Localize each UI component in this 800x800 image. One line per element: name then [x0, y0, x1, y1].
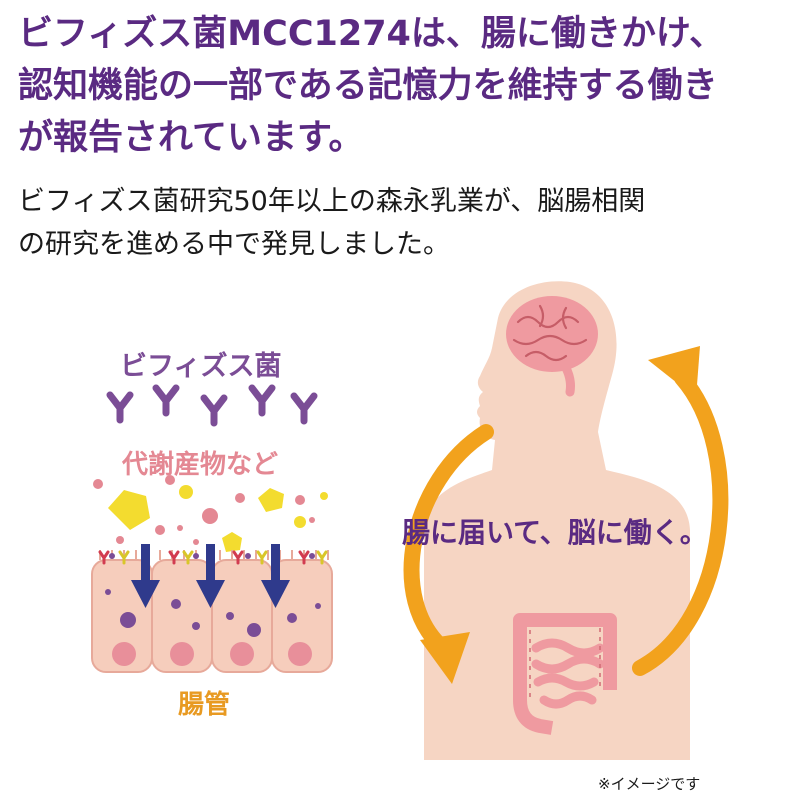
bacteria-icon	[106, 391, 134, 424]
human-silhouette	[424, 281, 690, 760]
brain-icon	[506, 296, 598, 397]
headline-line-1: ビフィズス菌MCC1274は、腸に働きかけ、	[18, 14, 725, 54]
bacteria-icon	[200, 394, 228, 427]
headline: ビフィズス菌MCC1274は、腸に働きかけ、 認知機能の一部である記憶力を維持す…	[18, 8, 788, 164]
bifidobacteria-row	[106, 384, 318, 427]
arrow-down-icon	[131, 544, 160, 608]
bacteria-icon	[248, 384, 276, 417]
intestines-icon	[513, 613, 617, 735]
headline-line-2: 認知機能の一部である記憶力を維持する働き	[18, 66, 718, 106]
metabolites-label: 代謝産物など	[122, 450, 279, 480]
arrow-down-icon	[261, 544, 290, 608]
arrow-down-icon	[196, 544, 225, 608]
center-caption: 腸に届いて、脳に働く。	[402, 516, 708, 549]
intestinal-cells	[91, 550, 333, 673]
subtext-line-2: の研究を進める中で発見しました。	[18, 229, 450, 260]
metabolites	[93, 475, 328, 552]
cycle-arrows	[403, 346, 729, 684]
headline-line-3: が報告されています。	[18, 118, 364, 158]
bacteria-icon	[290, 392, 318, 425]
image-note: ※イメージです	[598, 775, 701, 793]
subtext-line-1: ビフィズス菌研究50年以上の森永乳業が、脳腸相関	[18, 186, 646, 217]
intestine-label: 腸管	[178, 690, 231, 720]
arrow-head-down	[420, 632, 470, 684]
subtext: ビフィズス菌研究50年以上の森永乳業が、脳腸相関 の研究を進める中で発見しました…	[18, 180, 788, 266]
bacteria-icon	[152, 384, 180, 417]
arrow-head-up	[648, 346, 700, 398]
bifidobacteria-label: ビフィズス菌	[120, 351, 282, 382]
absorption-arrows	[131, 544, 290, 608]
